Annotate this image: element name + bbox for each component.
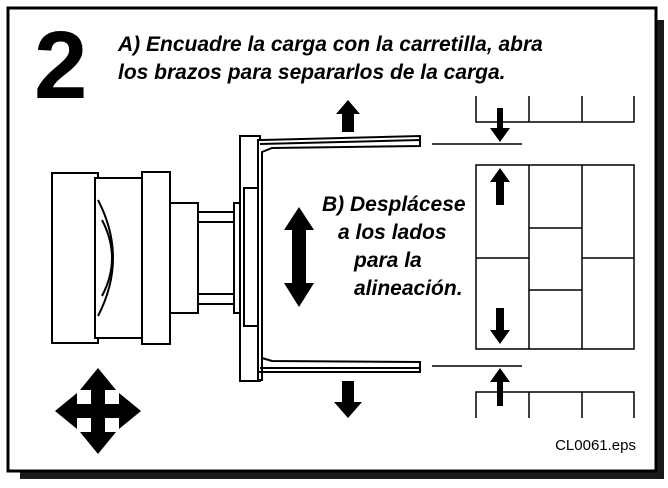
- file-label: CL0061.eps: [555, 437, 636, 454]
- arrow-down-icon: [490, 308, 510, 344]
- load-main: [475, 164, 635, 350]
- forklift-body: [51, 171, 245, 345]
- four-way-arrow-icon: [55, 368, 141, 454]
- fork-carriage: [239, 135, 261, 382]
- double-vertical-arrow-icon: [284, 207, 314, 307]
- step-number: 2: [34, 12, 87, 119]
- arrow-up-icon: [490, 368, 510, 406]
- load-row-bottom: [475, 391, 635, 418]
- instruction-b-line1: B) Desplácese: [322, 193, 466, 216]
- upper-arm: [257, 134, 421, 381]
- lower-arm: [258, 356, 421, 373]
- arrow-up-icon: [336, 100, 360, 132]
- instruction-b-line2: a los lados: [338, 221, 447, 244]
- load-row-top: [475, 96, 635, 123]
- arrow-up-icon: [490, 168, 510, 205]
- instruction-b-line3: para la: [353, 249, 422, 272]
- instruction-a-line1: A) Encuadre la carga con la carretilla, …: [117, 33, 543, 56]
- instruction-b-line4: alineación.: [354, 277, 463, 300]
- arrow-down-icon: [490, 108, 510, 142]
- clearance-lines: [432, 143, 522, 367]
- instruction-a-line2: los brazos para separarlos de la carga.: [118, 61, 506, 84]
- arrow-down-icon: [334, 381, 362, 418]
